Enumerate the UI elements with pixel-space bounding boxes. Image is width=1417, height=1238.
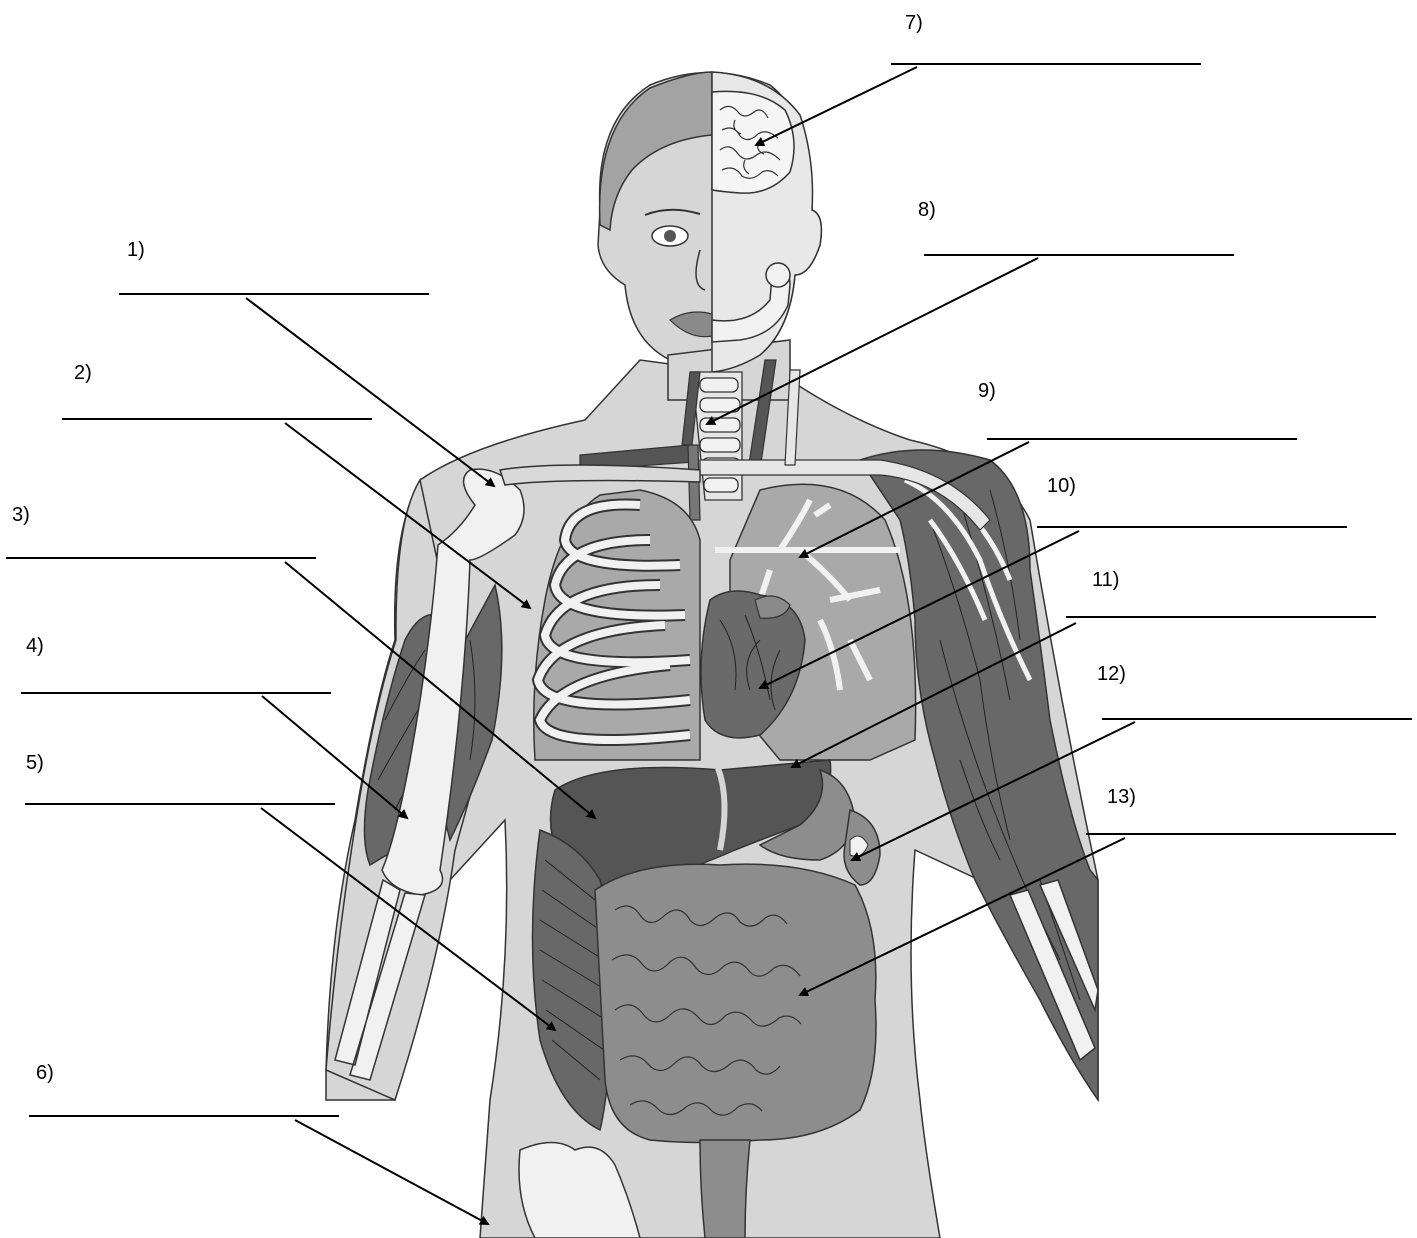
label-number-9: 9) (978, 381, 996, 401)
answer-blank-11[interactable] (1066, 616, 1376, 618)
answer-blank-6[interactable] (29, 1115, 339, 1117)
answer-blank-10[interactable] (1037, 526, 1347, 528)
label-number-2: 2) (74, 363, 92, 383)
answer-blank-5[interactable] (25, 803, 335, 805)
brain (712, 91, 794, 193)
answer-blank-7[interactable] (891, 63, 1201, 65)
pointer-6 (295, 1120, 488, 1224)
pointer-1 (246, 298, 494, 486)
answer-blank-4[interactable] (21, 692, 331, 694)
label-number-4: 4) (26, 636, 44, 656)
answer-blank-1[interactable] (119, 293, 429, 295)
answer-blank-12[interactable] (1102, 718, 1412, 720)
pupil (664, 230, 676, 242)
label-number-13: 13) (1107, 787, 1136, 807)
answer-blank-9[interactable] (987, 438, 1297, 440)
answer-blank-13[interactable] (1086, 833, 1396, 835)
label-number-6: 6) (36, 1063, 54, 1083)
label-number-5: 5) (26, 753, 44, 773)
label-number-10: 10) (1047, 476, 1076, 496)
label-number-7: 7) (905, 13, 923, 33)
label-number-8: 8) (918, 200, 936, 220)
answer-blank-3[interactable] (6, 557, 316, 559)
small-intestine (595, 864, 876, 1142)
label-number-1: 1) (127, 240, 145, 260)
label-number-11: 11) (1092, 570, 1119, 590)
label-number-12: 12) (1097, 664, 1126, 684)
answer-blank-8[interactable] (924, 254, 1234, 256)
label-number-3: 3) (12, 505, 30, 525)
answer-blank-2[interactable] (62, 418, 372, 420)
rectum (700, 1140, 750, 1238)
jaw-socket (766, 263, 790, 287)
